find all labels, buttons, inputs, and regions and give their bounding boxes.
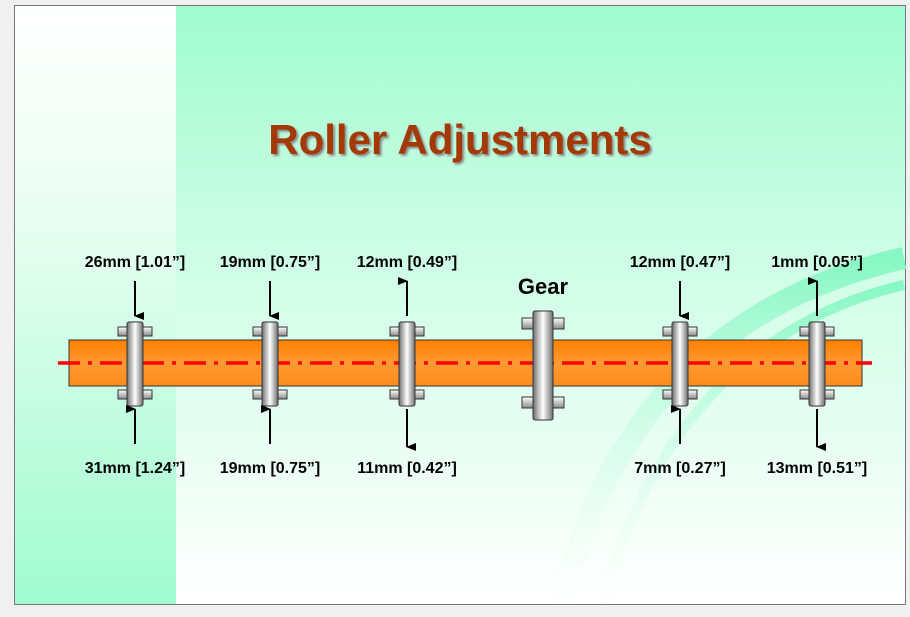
roller: 1mm [0.05”] 13mm [0.51”]: [767, 254, 868, 477]
roller-body: [126, 321, 144, 407]
bottom-adjustment-label: 11mm [0.42”]: [357, 460, 457, 477]
gear-body: [532, 310, 554, 421]
top-adjustment-label: 19mm [0.75”]: [220, 254, 321, 271]
roller: 26mm [1.01”] 31mm [1.24”]: [85, 254, 186, 477]
roller-body: [261, 321, 279, 407]
roller-body: [398, 321, 416, 407]
bottom-adjustment-label: 19mm [0.75”]: [220, 460, 321, 477]
roller: 12mm [0.49”] 11mm [0.42”]: [357, 254, 458, 477]
gear-label: Gear: [518, 274, 569, 299]
roller-body: [671, 321, 689, 407]
top-adjustment-label: 1mm [0.05”]: [771, 254, 863, 271]
left-panel: [15, 6, 176, 604]
top-adjustment-label: 12mm [0.49”]: [357, 254, 458, 271]
gear: [521, 310, 565, 421]
decorative-arcs: [549, 247, 907, 617]
top-adjustment-label: 12mm [0.47”]: [630, 254, 731, 271]
roller: 12mm [0.47”] 7mm [0.27”]: [630, 254, 731, 477]
roller: 19mm [0.75”] 19mm [0.75”]: [220, 254, 321, 477]
roller-body: [808, 321, 826, 407]
bottom-adjustment-label: 13mm [0.51”]: [767, 460, 868, 477]
top-adjustment-label: 26mm [1.01”]: [85, 254, 186, 271]
slide-title: Roller Adjustments: [268, 116, 652, 163]
bottom-adjustment-label: 31mm [1.24”]: [85, 460, 186, 477]
bottom-adjustment-label: 7mm [0.27”]: [634, 460, 726, 477]
